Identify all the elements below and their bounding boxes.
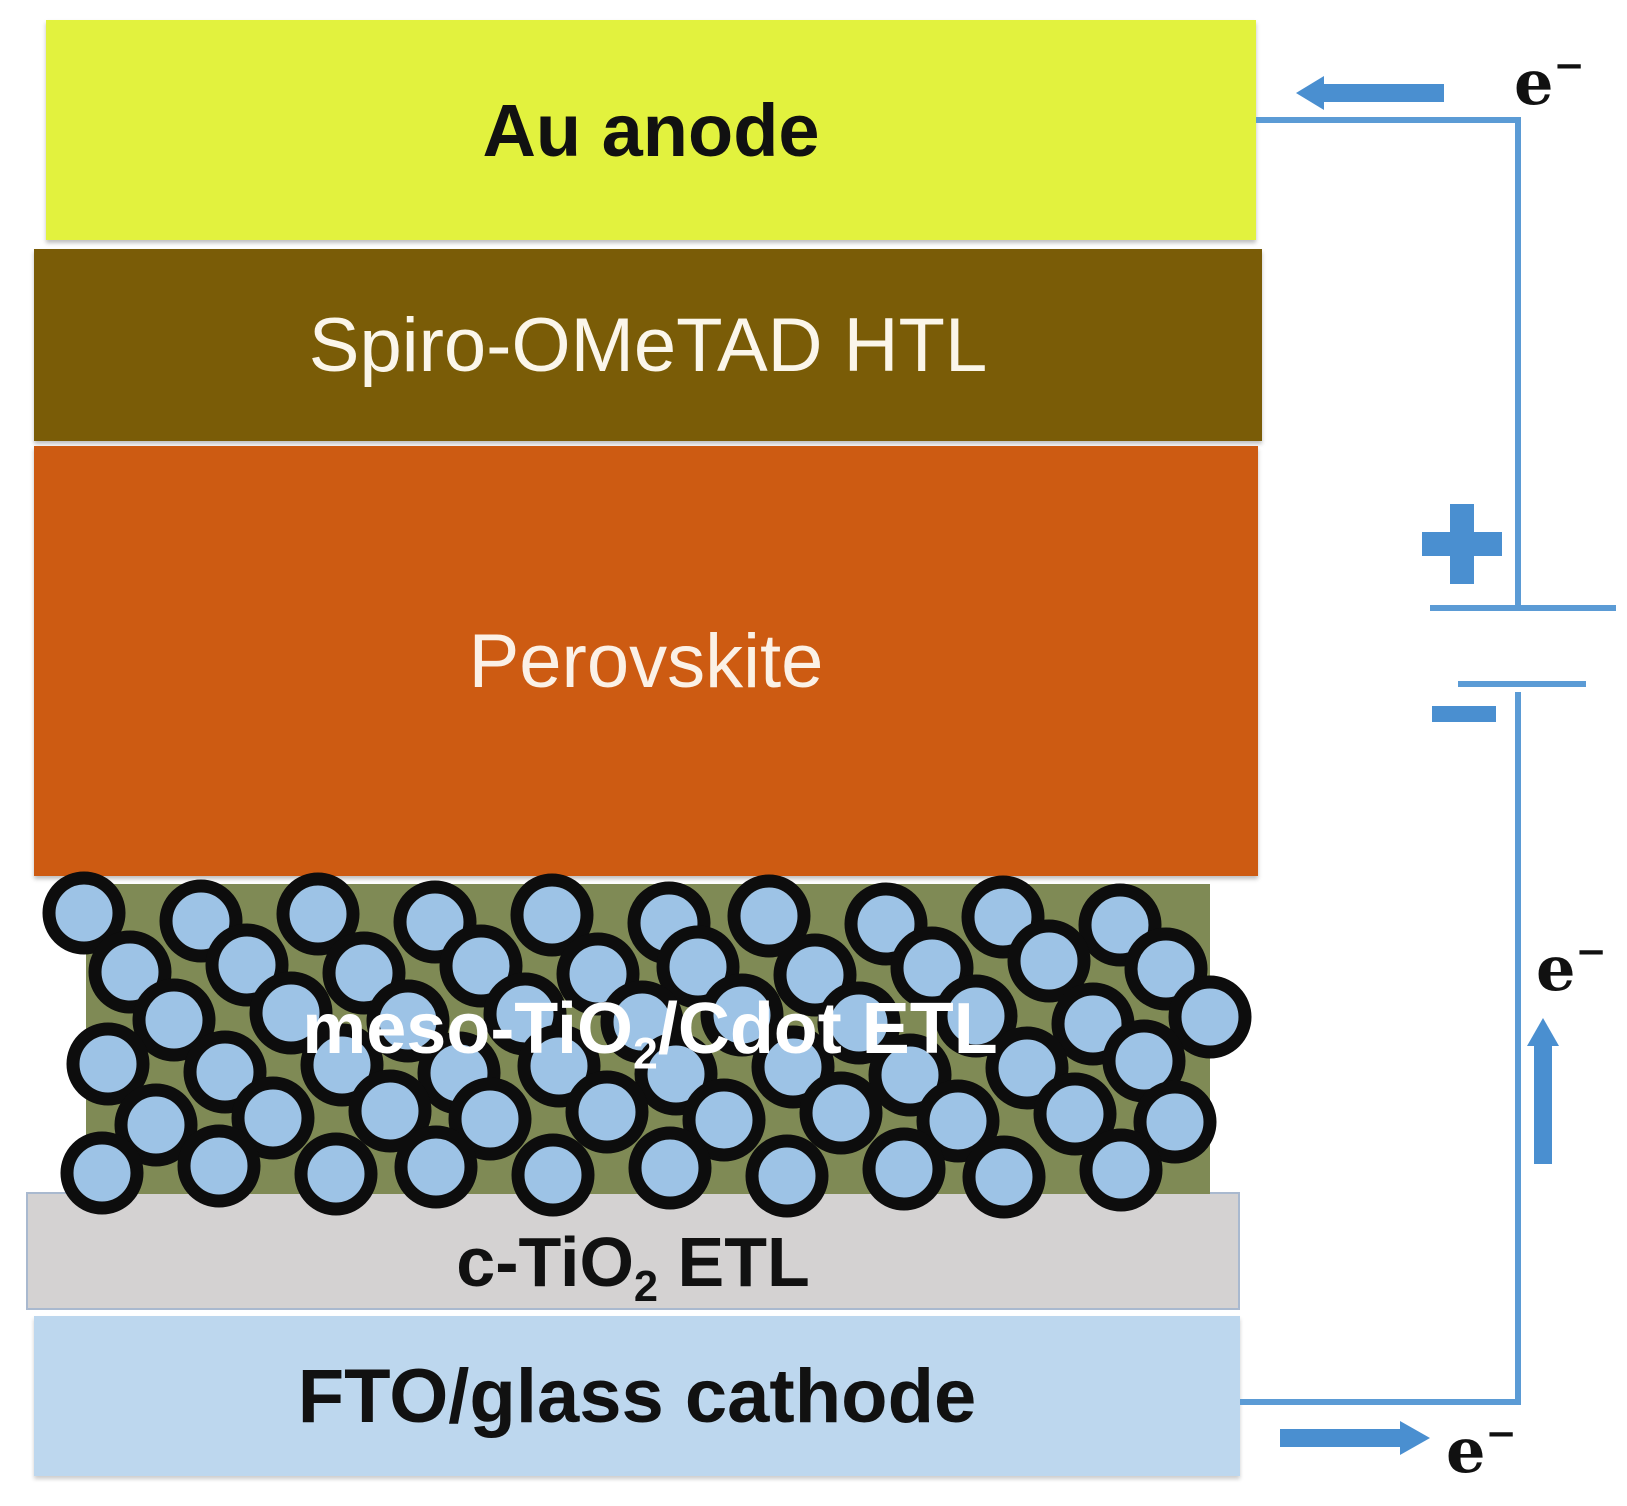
nanoparticle-38: [985, 1026, 1069, 1110]
nanoparticle-20: [132, 978, 216, 1062]
fto-cathode-layer: FTO/glass cathode: [34, 1316, 1240, 1476]
nanoparticle-37: [868, 1033, 952, 1117]
nanoparticle-44: [565, 1070, 649, 1154]
nanoparticle-49: [1133, 1080, 1217, 1164]
fto-cathode-label: FTO/glass cathode: [297, 1353, 977, 1439]
arrow-icon-bottom: [1280, 1421, 1430, 1455]
nanoparticle-0: [42, 871, 126, 955]
arrow-icon-up: [1527, 1018, 1559, 1164]
meso-tio2-label-subscript: 2: [632, 1029, 658, 1079]
electron-label-bottom-base: e: [1446, 1414, 1486, 1487]
nanoparticle-45: [682, 1078, 766, 1162]
plus-icon: [1422, 504, 1502, 584]
nanoparticle-43: [448, 1077, 532, 1161]
nanoparticle-54: [511, 1133, 595, 1217]
nanoparticle-27: [934, 974, 1018, 1058]
circuit-wires: [1240, 117, 1616, 1405]
nanoparticle-56: [745, 1134, 829, 1218]
c-tio2-label-suffix: ETL: [658, 1223, 810, 1301]
perovskite-label: Perovskite: [468, 618, 824, 704]
nanoparticle-32: [300, 1023, 384, 1107]
c-tio2-layer: c-TiO2 ETL: [26, 1192, 1240, 1310]
nanoparticle-18: [1007, 919, 1091, 1003]
electron-label-top-base: e: [1514, 46, 1554, 119]
htl-label: Spiro-OMeTAD HTL: [308, 302, 988, 388]
c-tio2-label: c-TiO2 ETL: [456, 1200, 810, 1309]
nanoparticle-25: [700, 973, 784, 1057]
nanoparticle-30: [66, 1022, 150, 1106]
electron-label-top-charge: −: [1553, 42, 1585, 87]
nanoparticle-46: [799, 1071, 883, 1155]
electron-label-middle-charge: −: [1575, 928, 1607, 973]
au-anode-layer: Au anode: [46, 20, 1256, 240]
bottom-wire: [1240, 692, 1521, 1405]
nanoparticle-29: [1168, 975, 1252, 1059]
htl-layer: Spiro-OMeTAD HTL: [34, 249, 1262, 441]
nanoparticle-26: [817, 981, 901, 1065]
top-wire: [1256, 117, 1521, 608]
nanoparticle-55: [628, 1126, 712, 1210]
nanoparticle-34: [517, 1024, 601, 1108]
nanoparticle-4: [510, 873, 594, 957]
meso-tio2-label-prefix: meso-TiO: [302, 989, 633, 1069]
nanoparticle-47: [916, 1079, 1000, 1163]
nanoparticle-21: [249, 971, 333, 1055]
c-tio2-label-subscript: 2: [633, 1263, 659, 1312]
electron-label-middle: e−: [1536, 932, 1607, 1005]
electron-label-top: e−: [1514, 46, 1585, 119]
electron-label-bottom-charge: −: [1485, 1410, 1517, 1455]
nanoparticle-2: [276, 872, 360, 956]
nanoparticle-22: [366, 979, 450, 1063]
nanoparticle-59: [1079, 1128, 1163, 1212]
nanoparticle-58: [962, 1135, 1046, 1219]
nanoparticle-6: [727, 874, 811, 958]
nanoparticle-52: [294, 1132, 378, 1216]
electron-label-middle-base: e: [1536, 932, 1576, 1005]
c-tio2-label-prefix: c-TiO: [456, 1223, 634, 1301]
nanoparticle-41: [231, 1076, 315, 1160]
nanoparticle-48: [1033, 1072, 1117, 1156]
nanoparticle-53: [394, 1125, 478, 1209]
au-anode-label: Au anode: [482, 88, 820, 172]
nanoparticle-35: [634, 1032, 718, 1116]
meso-tio2-label: meso-TiO2/Cdot ETL: [0, 988, 1300, 1076]
nanoparticle-42: [348, 1069, 432, 1153]
perovskite-layer: Perovskite: [34, 446, 1258, 876]
meso-tio2-label-suffix: /Cdot ETL: [657, 989, 998, 1069]
nanoparticle-40: [114, 1083, 198, 1167]
nanoparticle-31: [183, 1030, 267, 1114]
nanoparticle-36: [751, 1025, 835, 1109]
electron-label-bottom: e−: [1446, 1414, 1517, 1487]
nanoparticle-50: [60, 1131, 144, 1215]
nanoparticle-51: [177, 1124, 261, 1208]
minus-icon: [1432, 706, 1496, 722]
nanoparticle-57: [862, 1127, 946, 1211]
arrow-icon-top: [1296, 76, 1444, 110]
